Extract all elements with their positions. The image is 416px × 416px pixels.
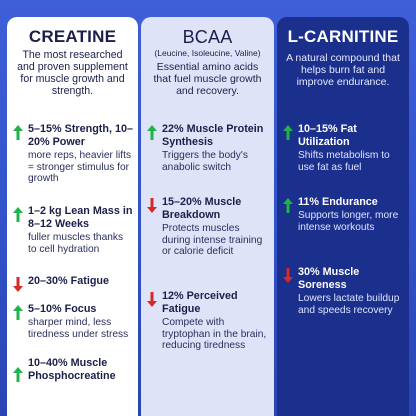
carnitine-item-soreness: 30% Muscle Soreness Lowers lactate build… (283, 266, 405, 316)
arrow-shape (13, 367, 23, 382)
carnitine-item-body: Lowers lactate buildup and speeds recove… (298, 293, 400, 316)
bcaa-item-head: 22% Muscle Protein Synthesis (162, 123, 264, 148)
bcaa-item-perceived-fatigue: 12% Perceived Fatigue Compete with trypt… (147, 290, 270, 352)
bcaa-item-body: Protects muscles during intense training… (162, 223, 263, 257)
arrow-shape (13, 277, 23, 292)
arrow-shape (147, 292, 157, 307)
arrow-shape (13, 207, 23, 222)
carnitine-title: L-CARNITINE (287, 27, 399, 46)
bcaa-description: Essential amino acids that fuel muscle g… (153, 61, 262, 97)
creatine-item-head: 20–30% Fatigue (28, 275, 110, 287)
arrow-shape (147, 125, 157, 140)
creatine-item-phosphocreatine: 10–40% Muscle Phosphocreatine (13, 357, 134, 383)
carnitine-item-endurance: 11% Endurance Supports longer, more inte… (283, 196, 405, 233)
arrow-shape (13, 305, 23, 320)
bcaa-subtitle: (Leucine, Isoleucine, Valine) (154, 48, 261, 58)
bcaa-title: BCAA (182, 27, 233, 47)
carnitine-item-body: Shifts metabolism to use fat as fuel (298, 150, 390, 173)
arrow-shape (147, 198, 157, 213)
arrow-up-icon (13, 305, 23, 320)
arrow-down-icon (147, 198, 157, 213)
arrow-up-icon (13, 207, 23, 222)
creatine-description: The most researched and proven supplemen… (17, 49, 128, 97)
creatine-item-body: sharper mind, less tiredness under stres… (28, 317, 129, 340)
creatine-column: CREATINE The most researched and proven … (7, 17, 138, 416)
creatine-item-strength: 5–15% Strength, 10–20% Power more reps, … (13, 123, 134, 185)
bcaa-item-body: Compete with tryptophan in the brain, re… (162, 317, 267, 351)
carnitine-item-head: 11% Endurance (298, 196, 378, 208)
arrow-up-icon (13, 367, 23, 382)
carnitine-item-body: Supports longer, more intense workouts (298, 210, 399, 233)
creatine-item-head: 5–10% Focus (28, 303, 97, 315)
arrow-up-icon (283, 125, 293, 140)
bcaa-item-muscle-breakdown: 15–20% Muscle Breakdown Protects muscles… (147, 196, 270, 258)
arrow-down-icon (147, 292, 157, 307)
carnitine-item-head: 30% Muscle Soreness (298, 266, 360, 291)
creatine-title: CREATINE (28, 27, 117, 46)
creatine-item-body: fuller muscles thanks to cell hydration (28, 232, 124, 255)
arrow-shape (283, 125, 293, 140)
creatine-item-lean-mass: 1–2 kg Lean Mass in 8–12 Weeks fuller mu… (13, 205, 134, 255)
arrow-down-icon (283, 268, 293, 283)
bcaa-column: BCAA (Leucine, Isoleucine, Valine) Essen… (141, 17, 274, 416)
creatine-item-head: 10–40% Muscle Phosphocreatine (28, 357, 116, 382)
arrow-shape (283, 198, 293, 213)
bcaa-item-head: 12% Perceived Fatigue (162, 290, 238, 315)
bcaa-item-head: 15–20% Muscle Breakdown (162, 196, 242, 221)
bcaa-item-protein-synthesis: 22% Muscle Protein Synthesis Triggers th… (147, 123, 270, 173)
arrow-up-icon (147, 125, 157, 140)
creatine-item-head: 5–15% Strength, 10–20% Power (28, 123, 134, 148)
creatine-item-head: 1–2 kg Lean Mass in 8–12 Weeks (28, 205, 133, 230)
creatine-item-body: more reps, heavier lifts = stronger stim… (28, 150, 132, 184)
arrow-shape (283, 268, 293, 283)
carnitine-item-fat-utilization: 10–15% Fat Utilization Shifts metabolism… (283, 123, 405, 173)
arrow-shape (13, 125, 23, 140)
creatine-item-focus: 5–10% Focus sharper mind, less tiredness… (13, 303, 134, 340)
carnitine-description: A natural compound that helps burn fat a… (286, 52, 400, 88)
arrow-down-icon (13, 277, 23, 292)
bcaa-item-body: Triggers the body's anabolic switch (162, 150, 248, 173)
carnitine-item-head: 10–15% Fat Utilization (298, 123, 357, 148)
arrow-up-icon (283, 198, 293, 213)
arrow-up-icon (13, 125, 23, 140)
creatine-item-fatigue: 20–30% Fatigue (13, 275, 134, 292)
carnitine-column: L-CARNITINE A natural compound that help… (277, 17, 409, 416)
